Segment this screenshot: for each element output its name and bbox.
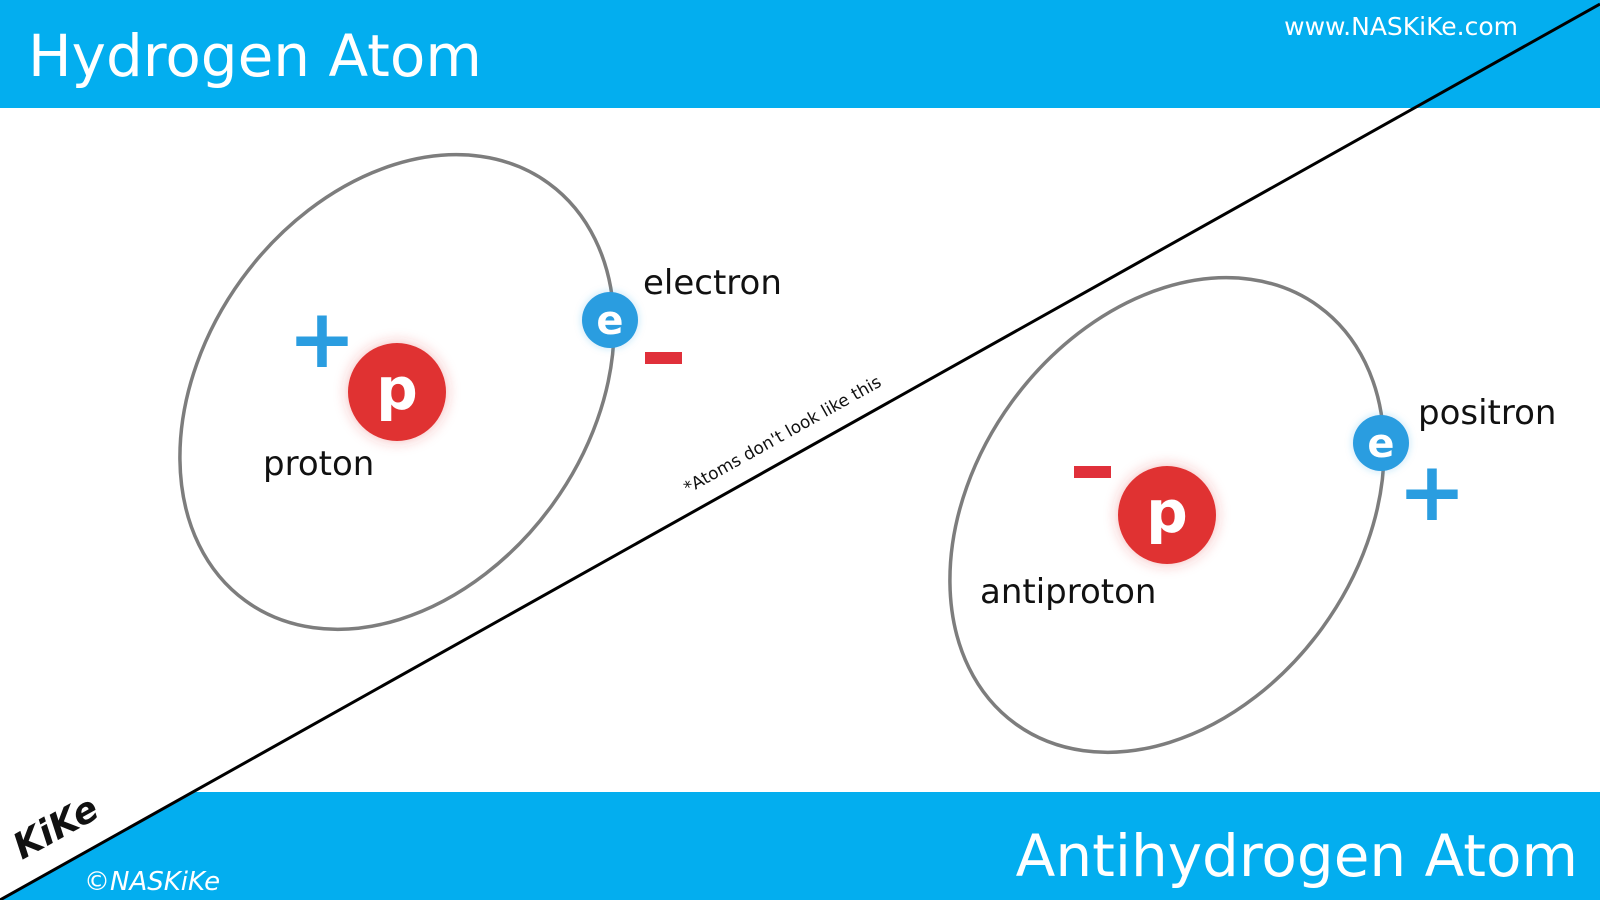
electron-particle: [582, 292, 638, 348]
divider-note: *Atoms don't look like this: [681, 372, 885, 498]
antihydrogen-atom: p − antiproton e positron +: [948, 275, 1556, 755]
electron-symbol: e: [596, 298, 623, 344]
antiproton-symbol: p: [1146, 478, 1188, 546]
positron-particle: [1353, 415, 1409, 471]
electron-label: electron: [643, 263, 782, 303]
header-banner: [0, 0, 1600, 108]
footer-banner: [0, 792, 1600, 900]
antiproton-particle: [1118, 466, 1216, 564]
proton-charge: +: [288, 292, 357, 387]
proton-label: proton: [263, 444, 374, 484]
hydrogen-atom: p + proton e electron −: [178, 152, 782, 632]
positron-orbit: [948, 275, 1386, 755]
footer-title: Antihydrogen Atom: [1016, 822, 1578, 890]
antiproton-charge-bar: [1074, 466, 1111, 478]
positron-symbol: e: [1367, 421, 1394, 467]
credit-text: ©NASKiKe: [84, 867, 220, 897]
electron-charge-bar: [645, 352, 682, 364]
antiproton-label: antiproton: [980, 572, 1156, 612]
header-title: Hydrogen Atom: [28, 22, 482, 90]
positron-label: positron: [1418, 393, 1556, 433]
electron-orbit: [178, 152, 616, 632]
proton-particle: [348, 343, 446, 441]
website-url[interactable]: www.NASKiKe.com: [1284, 12, 1518, 41]
proton-symbol: p: [376, 355, 418, 423]
positron-charge: +: [1398, 445, 1467, 540]
